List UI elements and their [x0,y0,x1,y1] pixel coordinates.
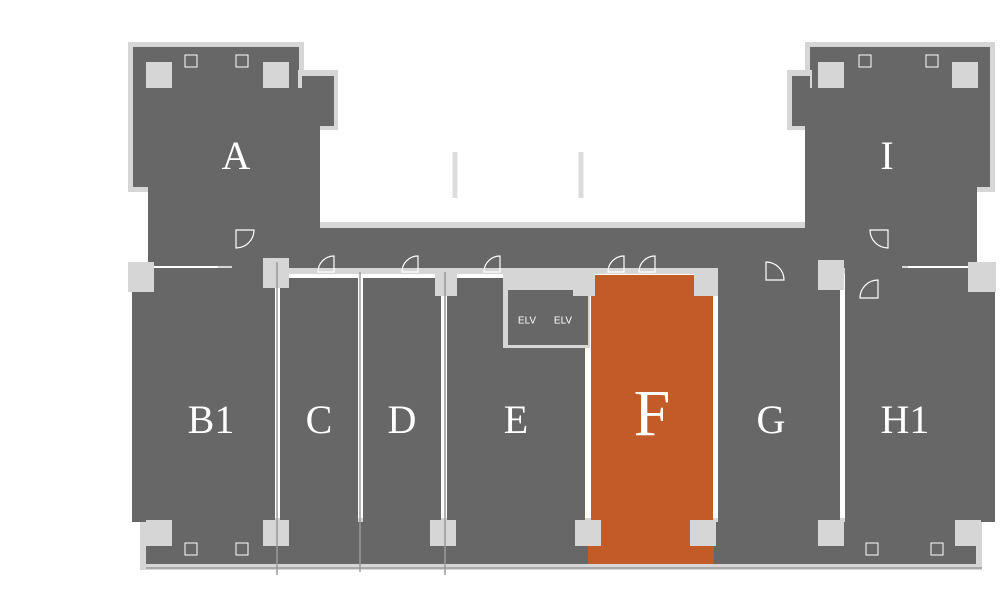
unit-i[interactable]: I [805,88,977,266]
door-icon [638,255,656,273]
unit-label: D [388,397,417,442]
elevator-label: ELV [554,316,572,327]
door-icon [235,229,255,249]
window-icon [184,542,198,556]
door-icon [483,255,501,273]
window-icon [235,542,249,556]
unit-label: C [306,397,333,442]
door-icon [317,255,335,273]
unit-label: H1 [881,397,930,442]
unit-label: I [880,133,893,178]
elevator-core: ELV ELV [503,270,590,348]
unit-label: A [222,133,251,178]
window-icon [235,54,249,68]
door-icon [765,261,785,281]
window-icon [930,542,944,556]
unit-label: B1 [188,397,235,442]
unit-label: G [757,397,786,442]
door-icons [235,229,889,299]
unit-g[interactable]: G [718,268,840,522]
unit-label: F [634,377,671,450]
window-icon [865,542,879,556]
door-icon [869,229,889,249]
elevator-label: ELV [518,316,536,327]
unit-f[interactable]: F [588,275,714,564]
partition-lines [146,152,982,575]
door-icon [859,279,879,299]
corridor [232,228,902,268]
window-icon [925,54,939,68]
door-icon [607,255,625,273]
window-icon [858,54,872,68]
unit-b1[interactable]: B1 [132,268,275,522]
door-icon [401,255,419,273]
unit-label: E [504,397,528,442]
unit-d[interactable]: D [363,278,441,522]
unit-a[interactable]: A [148,88,320,266]
structural-columns [128,62,996,546]
unit-h1[interactable]: H1 [845,268,995,522]
window-icon [184,54,198,68]
unit-c[interactable]: C [280,278,358,522]
